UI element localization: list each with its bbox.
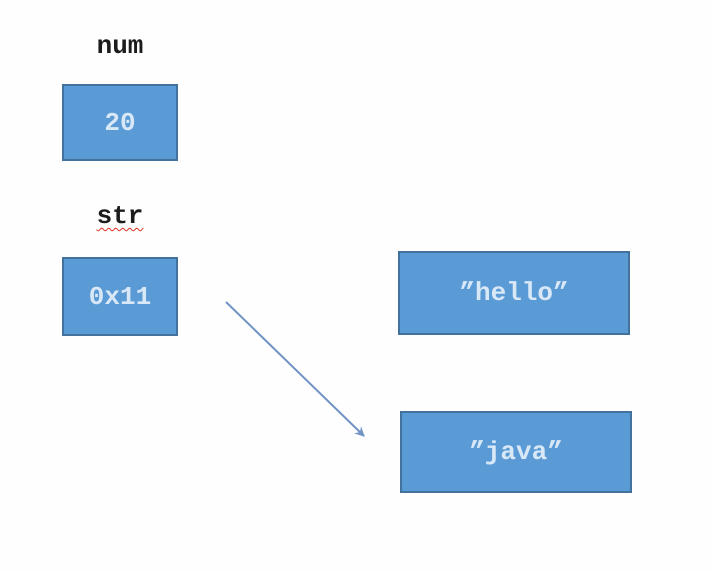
num-value-box: 20 [62, 84, 178, 161]
num-value-text: 20 [104, 107, 136, 138]
heap-string-hello-box: ”hello” [398, 251, 630, 335]
str-value-text: 0x11 [88, 281, 152, 312]
str-value-box: 0x11 [62, 257, 178, 336]
heap-string-java-box: ”java” [400, 411, 632, 493]
java-string-text: ”java” [469, 437, 563, 467]
variable-label-str: str [96, 201, 144, 231]
variable-label-num: num [96, 31, 144, 61]
hello-string-text: ”hello” [459, 278, 569, 308]
